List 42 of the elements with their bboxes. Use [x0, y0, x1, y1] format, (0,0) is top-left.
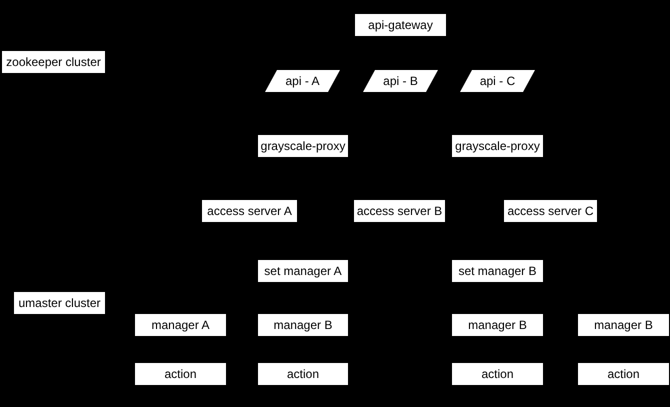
node-label: manager B: [274, 318, 332, 332]
process-box: [258, 135, 348, 157]
node-label: api - C: [480, 74, 516, 88]
process-box: [452, 314, 543, 336]
node-label: api-gateway: [368, 18, 433, 32]
process-box: [354, 200, 445, 222]
process-box: [135, 363, 226, 385]
node-label: grayscale-proxy: [260, 139, 346, 153]
node-label: action: [607, 367, 640, 381]
process-box: [258, 314, 348, 336]
node-label: set manager A: [264, 264, 342, 278]
parallelogram-node: [265, 70, 340, 92]
process-box: [578, 314, 669, 336]
process-box: [504, 200, 597, 222]
node-label: zookeeper cluster: [6, 55, 101, 69]
process-box: [202, 200, 297, 222]
process-box: [452, 363, 543, 385]
process-box: [135, 314, 226, 336]
node-label: manager B: [468, 318, 527, 332]
node-label: access server C: [507, 204, 594, 218]
node-label: api - A: [285, 74, 320, 88]
node-label: set manager B: [458, 264, 537, 278]
process-box: [258, 363, 348, 385]
process-box: [578, 363, 669, 385]
process-box: [452, 135, 543, 157]
node-label: grayscale-proxy: [455, 139, 540, 153]
parallelogram-node: [460, 70, 535, 92]
node-label: manager B: [594, 318, 653, 332]
node-label: access server B: [356, 204, 442, 218]
process-box: [355, 14, 446, 36]
node-label: umaster cluster: [18, 296, 101, 310]
node-label: action: [164, 367, 197, 381]
node-label: action: [481, 367, 514, 381]
process-box: [258, 260, 348, 282]
node-label: access server A: [207, 204, 292, 218]
parallelogram-node: [363, 70, 438, 92]
node-label: api - B: [383, 74, 418, 88]
node-label: action: [286, 367, 320, 381]
process-box: [2, 51, 105, 73]
process-box: [452, 260, 543, 282]
node-label: manager A: [151, 318, 210, 332]
process-box: [14, 292, 105, 314]
